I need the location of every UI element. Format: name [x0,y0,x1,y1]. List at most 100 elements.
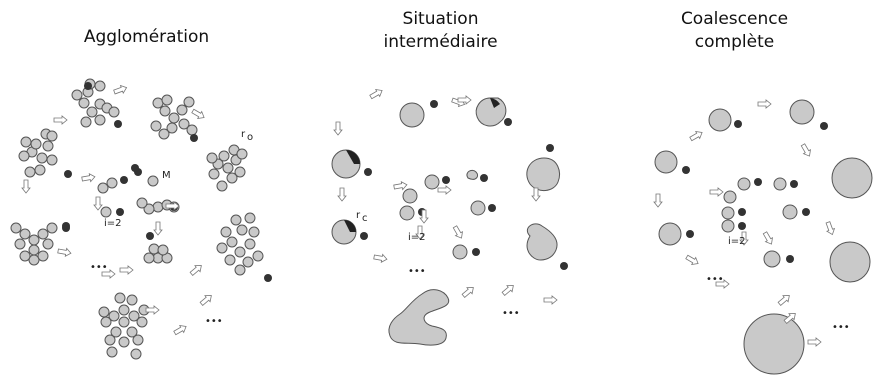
small-particle [472,248,480,256]
aggregate-particle [108,106,120,118]
small-particle [734,120,742,128]
aggregate-particle [28,244,40,256]
small-particle [360,232,368,240]
aggregate-particle [110,326,122,338]
flow-arrow-shape [689,131,703,142]
aggregate-particle [244,212,256,224]
aggregate-particle [118,304,130,316]
aggregate-particle [19,250,31,262]
aggregate-particle [37,228,49,240]
ellipsis-label: ••• [90,262,108,273]
flow-arrow-shape [337,187,347,202]
spherical-particle [789,99,815,125]
flow-arrow-icon [173,325,187,336]
aggregate-particle [37,250,49,262]
aggregate-particle [136,197,148,209]
flow-arrow-icon [762,231,773,245]
aggregate-particle [206,152,218,164]
flow-arrow-shape [21,179,31,194]
aggregate-particle [136,316,148,328]
title-line-1: Situation [402,9,479,29]
index-label: i=2 [728,236,746,247]
ellipsis-label: ••• [832,322,850,333]
aggregate-particle [126,326,138,338]
flow-arrow-icon [191,108,205,119]
flow-arrow-icon [21,179,31,194]
flow-arrow-shape [461,287,474,298]
primary-particle [147,175,159,187]
aggregate-particle [168,112,180,124]
aggregate-particle [71,89,83,101]
aggregate-particle [158,128,170,140]
panel-coalescence: Coalescence complète i=2•••••• [588,0,881,378]
coalesced-aggregate [388,289,450,346]
aggregate-particle [114,292,126,304]
aggregate-particle [86,106,98,118]
aggregate-particle [178,118,190,130]
flow-arrow-icon [685,254,699,265]
primary-particle [773,177,787,191]
aggregate-particle [46,154,58,166]
flow-arrow-shape [807,337,822,347]
flow-arrow-shape [153,221,163,236]
flow-arrow-shape [739,231,749,246]
aggregate-particle [132,334,144,346]
small-particle [480,174,488,182]
primary-particle [737,177,751,191]
small-particle [738,208,746,216]
aggregate-particle [36,152,48,164]
aggregate-particle [222,162,234,174]
small-particle [146,232,154,240]
flow-arrow-icon [531,187,541,202]
small-particle [682,166,690,174]
flow-arrow-icon [153,221,163,236]
flow-arrow-icon [457,95,472,105]
aggregate-particle [216,242,228,254]
flow-arrow-shape [145,305,160,315]
aggregate-particle [150,120,162,132]
aggregate-particle [94,80,106,92]
radius-label: r [356,210,361,221]
aggregate-particle [34,164,46,176]
radius-subscript: c [362,213,368,224]
small-particle [802,208,810,216]
flow-arrow-shape [165,201,180,211]
flow-arrow-icon [165,201,180,211]
aggregate-particle [152,201,164,213]
flow-arrow-icon [419,209,429,224]
aggregate-particle [100,316,112,328]
small-particle [131,164,139,172]
primary-particle [424,174,440,190]
flow-arrow-shape [825,221,836,236]
aggregate-particle [14,238,26,250]
aggregate-particle [208,168,220,180]
ellipsis-label: ••• [408,266,426,277]
radius-label: r [241,129,246,140]
spherical-particle [654,150,678,174]
aggregate-particle [226,236,238,248]
panel-title-agglomeration: Agglomération [0,26,293,49]
aggregate-particle [46,130,58,142]
small-particle [442,176,450,184]
flow-arrow-icon [373,253,388,264]
spherical-particle [763,250,781,268]
flow-arrow-shape [653,193,663,208]
small-particle [738,222,746,230]
flow-arrow-shape [800,143,811,157]
flow-arrow-icon [369,89,383,100]
aggregate-particle [42,140,54,152]
aggregate-particle [226,172,238,184]
aggregate-particle [166,122,178,134]
flow-arrow-icon [101,269,116,279]
flow-arrow-icon [800,143,811,157]
flow-arrow-shape [191,108,205,119]
index-label: i=2 [104,218,122,229]
flow-arrow-icon [757,99,772,109]
sintered-particle [475,97,507,127]
flow-arrow-icon [783,313,796,324]
aggregate-particle [10,222,22,234]
aggregate-particle [252,250,264,262]
flow-arrow-icon [53,115,68,125]
